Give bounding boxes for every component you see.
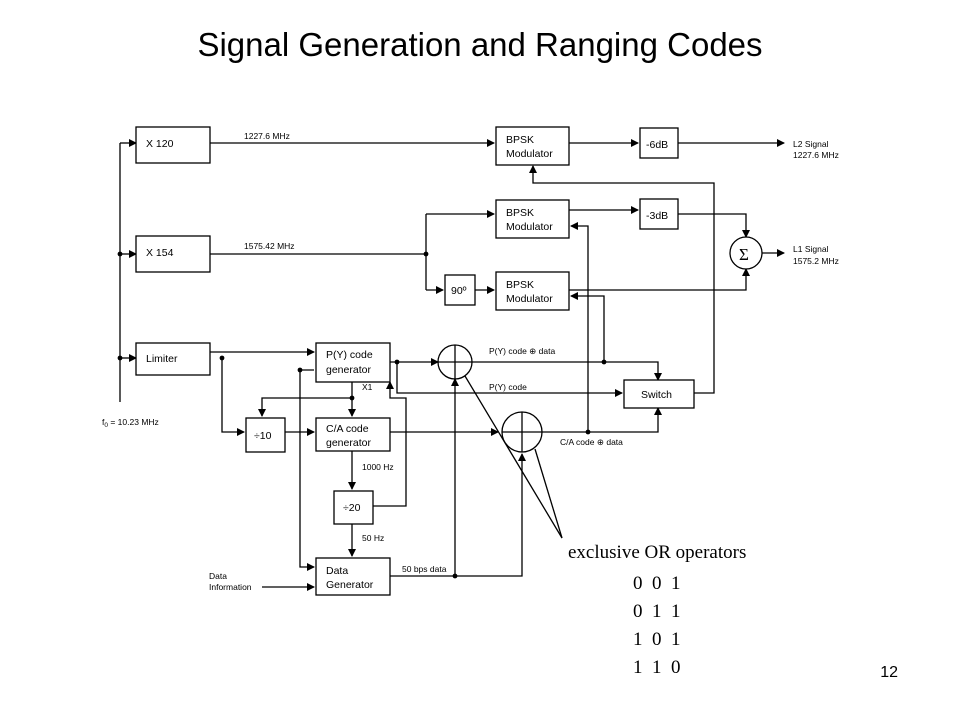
xor-operator-ca: [501, 411, 543, 453]
block-ca-generator: C/A code generator: [315, 417, 391, 452]
xor-row-1: 0 0 1: [633, 573, 681, 594]
hz50-label: 50 Hz: [362, 533, 384, 543]
pcode-label: P(Y) code: [489, 382, 527, 392]
block-bpsk-top: BPSK Modulator: [495, 126, 570, 166]
xor-operator-pcode: [437, 344, 473, 380]
block-att-3db: -3dB: [639, 198, 679, 230]
hz1000-label: 1000 Hz: [362, 462, 394, 472]
page-number: 12: [880, 664, 898, 681]
bpsk-top-line1: BPSK: [506, 134, 534, 146]
wires: [119, 139, 785, 591]
page-title: Signal Generation and Ranging Codes: [197, 26, 763, 63]
pcode-line1: P(Y) code: [326, 349, 373, 361]
bpsk-mid-line2: Modulator: [506, 221, 553, 233]
phase-90-label: 90º: [451, 285, 467, 297]
block-phase-90: 90º: [444, 274, 476, 306]
freq-1575-label: 1575.42 MHz: [244, 241, 295, 251]
xor-row-3: 1 0 1: [633, 629, 681, 650]
sigma-icon: Σ: [739, 245, 749, 264]
bpsk-low-line1: BPSK: [506, 279, 534, 291]
block-bpsk-mid: BPSK Modulator: [495, 199, 570, 239]
data-information-line1: Data: [209, 571, 227, 581]
block-limiter: Limiter: [135, 342, 211, 376]
switch-label: Switch: [641, 389, 672, 401]
block-pcode-generator: P(Y) code generator: [315, 342, 391, 383]
block-summer: Σ: [729, 236, 763, 270]
block-bpsk-low: BPSK Modulator: [495, 271, 570, 311]
xor-row-4: 1 1 0: [633, 657, 681, 678]
xor-row-2: 0 1 1: [633, 601, 681, 622]
div20-label: ÷20: [343, 502, 361, 514]
ca-line2: generator: [326, 437, 371, 449]
att-3db-label: -3dB: [646, 210, 668, 222]
datagen-line1: Data: [326, 565, 348, 577]
l1-signal-line2: 1575.2 MHz: [793, 256, 839, 266]
block-x120: X 120: [135, 126, 211, 164]
junction-dots: [117, 251, 607, 579]
data-information-line2: Information: [209, 582, 252, 592]
att-6db-label: -6dB: [646, 139, 668, 151]
bps50-label: 50 bps data: [402, 564, 447, 574]
block-switch: Switch: [623, 379, 695, 409]
block-data-generator: Data Generator: [315, 557, 391, 596]
bpsk-low-line2: Modulator: [506, 293, 553, 305]
bpsk-top-line2: Modulator: [506, 148, 553, 160]
block-div20: ÷20: [333, 490, 374, 525]
block-div10: ÷10: [245, 417, 286, 453]
ca-xor-data-label: C/A code ⊕ data: [560, 437, 623, 447]
bpsk-mid-line1: BPSK: [506, 207, 534, 219]
l2-signal-line2: 1227.6 MHz: [793, 150, 839, 160]
block-x120-label: X 120: [146, 138, 174, 150]
freq-1227-label: 1227.6 MHz: [244, 131, 290, 141]
block-att-6db: -6dB: [639, 127, 679, 159]
block-x154: X 154: [135, 235, 211, 273]
block-x154-label: X 154: [146, 247, 174, 259]
datagen-line2: Generator: [326, 579, 374, 591]
l2-signal-line1: L2 Signal: [793, 139, 829, 149]
block-limiter-label: Limiter: [146, 353, 178, 365]
xor-caption: exclusive OR operators: [568, 542, 746, 563]
pcode-line2: generator: [326, 364, 371, 376]
ca-line1: C/A code: [326, 423, 369, 435]
x1-label: X1: [362, 382, 373, 392]
f0-label: f0 = 10.23 MHz: [102, 417, 159, 429]
l1-signal-line1: L1 Signal: [793, 244, 829, 254]
pcode-xor-data-label: P(Y) code ⊕ data: [489, 346, 555, 356]
div10-label: ÷10: [254, 430, 272, 442]
